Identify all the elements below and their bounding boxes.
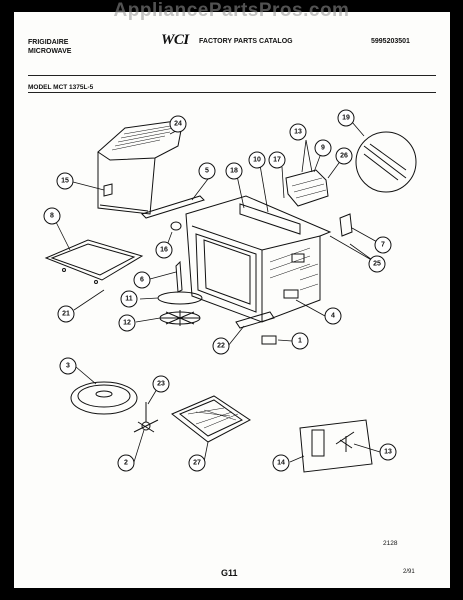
callout-9: 9 <box>314 139 332 157</box>
part-3-glass-turntable <box>70 381 138 415</box>
callout-25: 25 <box>368 255 386 273</box>
svg-text:1: 1 <box>298 338 302 345</box>
part-12-star-coupler <box>159 310 201 326</box>
callout-1: 1 <box>291 332 309 350</box>
product-name: MICROWAVE <box>28 48 72 55</box>
callout-10: 10 <box>248 151 266 169</box>
part-19-oven-cavity <box>185 195 332 323</box>
callout-13a: 13 <box>289 123 307 141</box>
part-6-roller-shaft <box>175 260 183 293</box>
svg-text:27: 27 <box>193 460 201 467</box>
part-27-tray-grate <box>171 395 251 443</box>
svg-text:9: 9 <box>321 145 325 152</box>
catalog-page <box>14 12 450 588</box>
wci-logo: WCI <box>161 32 189 48</box>
part-9-control-bracket <box>285 169 329 207</box>
callout-3: 3 <box>59 357 77 375</box>
svg-text:23: 23 <box>157 381 165 388</box>
callout-22: 22 <box>212 337 230 355</box>
svg-text:17: 17 <box>273 157 281 164</box>
svg-text:15: 15 <box>61 178 69 185</box>
svg-text:7: 7 <box>381 242 385 249</box>
part-1-latch <box>261 335 277 345</box>
svg-text:26: 26 <box>340 153 348 160</box>
part-15-bracket <box>103 183 113 197</box>
part-16-cap <box>170 221 182 231</box>
svg-text:4: 4 <box>331 313 335 320</box>
svg-text:16: 16 <box>160 247 168 254</box>
catalog-title: FACTORY PARTS CATALOG <box>199 38 293 45</box>
callout-7: 7 <box>374 236 392 254</box>
watermark: AppliancePartsPros.com <box>113 0 350 21</box>
part-24-wrapper-top <box>97 119 184 215</box>
part-14-switch-group <box>299 419 373 473</box>
svg-text:24: 24 <box>174 121 182 128</box>
page-number: G11 <box>221 568 238 578</box>
svg-text:10: 10 <box>253 157 261 164</box>
part-2-roller-support <box>133 402 159 433</box>
callout-4: 4 <box>324 307 342 325</box>
callout-19: 19 <box>337 109 355 127</box>
svg-text:5: 5 <box>205 168 209 175</box>
svg-text:8: 8 <box>50 213 54 220</box>
svg-text:25: 25 <box>373 261 381 268</box>
part-11-roller-ring <box>157 291 203 305</box>
header-rule <box>28 75 436 76</box>
part-22-base-strip <box>235 311 275 329</box>
svg-text:2: 2 <box>124 460 128 467</box>
callout-13b: 13 <box>379 443 397 461</box>
callout-5: 5 <box>198 162 216 180</box>
brand-block: FRIGIDAIRE MICROWAVE <box>28 38 71 56</box>
part-5-rail <box>141 195 205 219</box>
svg-text:18: 18 <box>230 168 238 175</box>
callout-15: 15 <box>56 172 74 190</box>
callout-26: 26 <box>335 147 353 165</box>
drawing-code: 2128 <box>383 540 398 547</box>
part-8-bottom-plate <box>44 239 144 284</box>
svg-text:11: 11 <box>125 296 133 303</box>
callout-18a: 18 <box>225 162 243 180</box>
svg-text:12: 12 <box>123 320 131 327</box>
callout-17: 17 <box>268 151 286 169</box>
callout-24: 24 <box>169 115 187 133</box>
callout-6: 6 <box>133 271 151 289</box>
svg-text:13: 13 <box>294 129 302 136</box>
svg-text:14: 14 <box>277 460 285 467</box>
part-18-detail-view <box>355 131 417 193</box>
callout-23: 23 <box>152 375 170 393</box>
part-7-bracket <box>339 213 353 237</box>
svg-text:22: 22 <box>217 343 225 350</box>
revision-date: 2/91 <box>403 569 415 575</box>
callout-11: 11 <box>120 290 138 308</box>
callout-27: 27 <box>188 454 206 472</box>
svg-text:21: 21 <box>62 311 70 318</box>
callout-21: 21 <box>57 305 75 323</box>
model-number: MODEL MCT 1375L-5 <box>28 84 94 91</box>
callout-14: 14 <box>272 454 290 472</box>
svg-text:13: 13 <box>384 449 392 456</box>
svg-text:6: 6 <box>140 277 144 284</box>
callout-2: 2 <box>117 454 135 472</box>
callout-12: 12 <box>118 314 136 332</box>
callout-8: 8 <box>43 207 61 225</box>
model-rule <box>28 92 436 93</box>
svg-text:19: 19 <box>342 115 350 122</box>
brand-name: FRIGIDAIRE <box>28 39 69 46</box>
catalog-number: 5995203501 <box>371 38 410 45</box>
callout-16: 16 <box>155 241 173 259</box>
svg-text:3: 3 <box>66 363 70 370</box>
